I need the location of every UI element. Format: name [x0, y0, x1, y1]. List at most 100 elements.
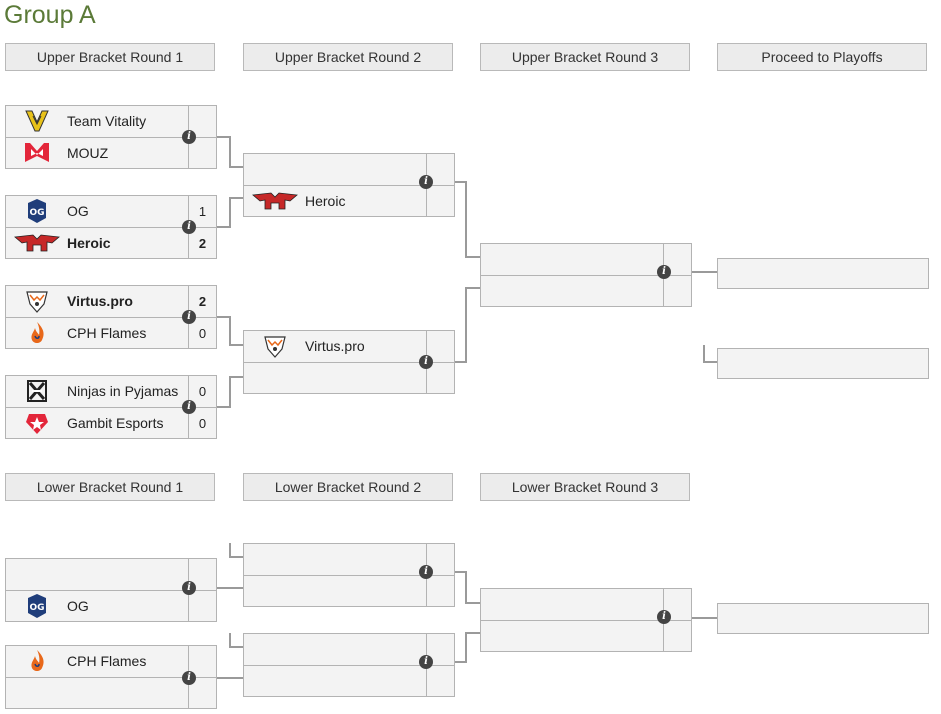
team-name: Ninjas in Pyjamas [67, 383, 179, 399]
match-team-slot[interactable] [244, 665, 454, 697]
header-lb-round-1: Lower Bracket Round 1 [5, 473, 215, 501]
match-team-slot[interactable]: Ninjas in Pyjamas 0 [6, 376, 216, 407]
match-info-icon[interactable]: i [182, 220, 196, 234]
match-team-slot[interactable] [481, 620, 691, 652]
team-name: Virtus.pro [67, 293, 133, 309]
playoff-slot-1[interactable] [717, 258, 929, 289]
team-name: Heroic [305, 193, 346, 209]
cphflames-logo-icon [31, 650, 44, 671]
team-score [188, 646, 216, 677]
nip-logo-icon [27, 380, 47, 402]
team-score [426, 576, 454, 607]
header-lb-round-3: Lower Bracket Round 3 [480, 473, 690, 501]
team-score [426, 634, 454, 665]
team-score [188, 591, 216, 622]
team-score [663, 621, 691, 652]
match-team-slot[interactable] [244, 575, 454, 607]
match-lb1-1: OG OG [5, 558, 217, 622]
team-score [426, 154, 454, 185]
playoff-slot-2[interactable] [717, 348, 929, 379]
team-name: MOUZ [67, 145, 109, 161]
team-score [663, 276, 691, 307]
match-team-slot[interactable] [244, 544, 454, 575]
heroic-logo-icon [252, 192, 298, 210]
match-lb3-1 [480, 588, 692, 652]
team-score: 2 [188, 286, 216, 317]
og-logo-icon: OG [28, 199, 46, 223]
og-logo-icon: OG [28, 594, 46, 618]
match-info-icon[interactable]: i [657, 265, 671, 279]
team-score: 0 [188, 408, 216, 439]
group-title: Group A [4, 1, 96, 29]
team-score [426, 666, 454, 697]
team-score [188, 559, 216, 590]
header-ub-round-3: Upper Bracket Round 3 [480, 43, 690, 71]
match-team-slot[interactable]: Virtus.pro [244, 331, 454, 362]
team-score [663, 244, 691, 275]
team-score [426, 363, 454, 394]
match-team-slot[interactable] [6, 677, 216, 709]
team-score: 2 [188, 228, 216, 259]
team-name: CPH Flames [67, 653, 147, 669]
match-team-slot[interactable]: Virtus.pro 2 [6, 286, 216, 317]
team-score: 0 [188, 318, 216, 349]
team-name: Virtus.pro [305, 338, 365, 354]
match-team-slot[interactable]: OG OG 1 [6, 196, 216, 227]
team-score [188, 106, 216, 137]
team-name: Heroic [67, 235, 111, 251]
team-score [426, 186, 454, 217]
match-ub3-1 [480, 243, 692, 307]
match-info-icon[interactable]: i [182, 130, 196, 144]
match-ub1-3: Virtus.pro 2 CPH Flames 0 [5, 285, 217, 349]
heroic-logo-icon [14, 234, 60, 252]
match-lb2-1 [243, 543, 455, 607]
gambit-logo-icon [26, 414, 48, 434]
svg-text:OG: OG [29, 603, 44, 613]
match-info-icon[interactable]: i [657, 610, 671, 624]
team-name: OG [67, 203, 89, 219]
match-info-icon[interactable]: i [182, 310, 196, 324]
match-team-slot[interactable]: CPH Flames 0 [6, 317, 216, 349]
match-team-slot[interactable]: Gambit Esports 0 [6, 407, 216, 439]
match-team-slot[interactable]: Heroic [244, 185, 454, 217]
vitality-logo-icon [25, 110, 49, 132]
team-name: OG [67, 598, 89, 614]
team-score [426, 331, 454, 362]
playoff-slot-3[interactable] [717, 603, 929, 634]
svg-text:OG: OG [29, 208, 44, 218]
match-info-icon[interactable]: i [182, 400, 196, 414]
header-ub-round-1: Upper Bracket Round 1 [5, 43, 215, 71]
match-team-slot[interactable] [6, 559, 216, 590]
team-name: Gambit Esports [67, 415, 164, 431]
match-team-slot[interactable]: OG OG [6, 590, 216, 622]
match-info-icon[interactable]: i [419, 175, 433, 189]
match-team-slot[interactable]: MOUZ [6, 137, 216, 169]
match-ub1-1: Team Vitality MOUZ [5, 105, 217, 169]
match-lb1-2: CPH Flames [5, 645, 217, 709]
team-score: 0 [188, 376, 216, 407]
cphflames-logo-icon [31, 322, 44, 343]
match-team-slot[interactable]: CPH Flames [6, 646, 216, 677]
header-proceed-playoffs: Proceed to Playoffs [717, 43, 927, 71]
team-score [188, 138, 216, 169]
match-info-icon[interactable]: i [419, 355, 433, 369]
match-team-slot[interactable]: Heroic 2 [6, 227, 216, 259]
match-team-slot[interactable] [481, 589, 691, 620]
match-team-slot[interactable] [481, 275, 691, 307]
virtuspro-logo-icon [26, 291, 48, 313]
team-score [426, 544, 454, 575]
team-name: CPH Flames [67, 325, 147, 341]
mouz-logo-icon [25, 143, 49, 162]
match-team-slot[interactable]: Team Vitality [6, 106, 216, 137]
match-info-icon[interactable]: i [419, 655, 433, 669]
match-team-slot[interactable] [244, 362, 454, 394]
match-info-icon[interactable]: i [182, 671, 196, 685]
match-ub1-2: OG OG 1 Heroic 2 [5, 195, 217, 259]
match-team-slot[interactable] [244, 634, 454, 665]
match-team-slot[interactable] [244, 154, 454, 185]
match-team-slot[interactable] [481, 244, 691, 275]
match-info-icon[interactable]: i [182, 581, 196, 595]
header-lb-round-2: Lower Bracket Round 2 [243, 473, 453, 501]
virtuspro-logo-icon [264, 336, 286, 358]
match-info-icon[interactable]: i [419, 565, 433, 579]
